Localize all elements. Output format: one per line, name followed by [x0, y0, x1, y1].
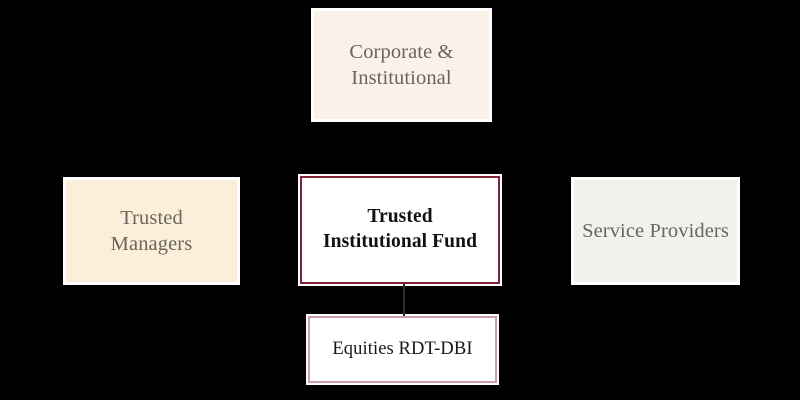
diagram-node-equities-rdt-dbi[interactable]: Equities RDT-DBI — [306, 314, 499, 385]
diagram-node-trusted-institutional-fund[interactable]: Trusted Institutional Fund — [298, 174, 502, 286]
node-label-equities-rdt-dbi: Equities RDT-DBI — [332, 338, 473, 359]
diagram-node-service-providers[interactable]: Service Providers — [571, 177, 740, 285]
node-label-corporate-institutional: Corporate & Institutional — [349, 40, 454, 89]
node-label-service-providers: Service Providers — [582, 219, 729, 242]
node-label-trusted-institutional-fund: Trusted Institutional Fund — [322, 206, 478, 252]
diagram-node-trusted-managers[interactable]: Trusted Managers — [63, 177, 240, 285]
connector-fund-to-equities — [403, 284, 405, 316]
node-label-trusted-managers: Trusted Managers — [110, 206, 193, 255]
diagram-node-corporate-institutional[interactable]: Corporate & Institutional — [311, 8, 492, 122]
